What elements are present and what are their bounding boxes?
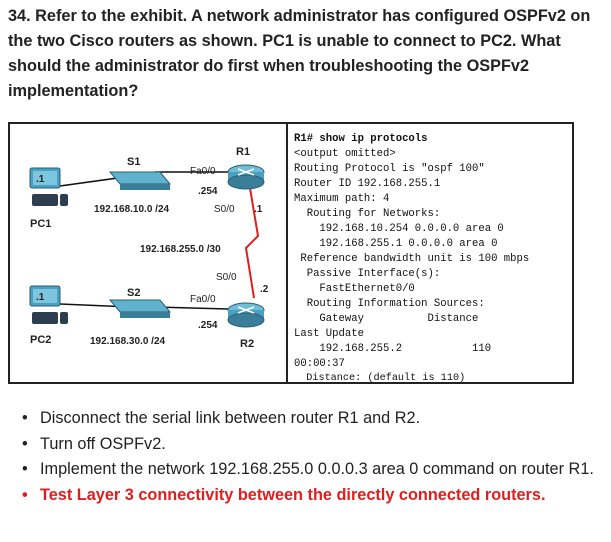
console-line: Routing Protocol is "ospf 100" <box>294 163 485 175</box>
pc1-port-label: .1 <box>36 174 45 185</box>
s2-switch-icon <box>108 299 172 318</box>
answer-text: Disconnect the serial link between route… <box>40 409 421 427</box>
console-line: 192.168.10.254 0.0.0.0 area 0 <box>294 223 504 235</box>
exhibit: R1 R2 S1 S2 PC1 PC2 .1 .1 Fa0/0 .254 S0/… <box>8 122 574 384</box>
r2-s0-ip-label: .2 <box>260 284 269 295</box>
answer-option[interactable]: • Disconnect the serial link between rout… <box>22 406 607 432</box>
answer-option[interactable]: • Turn off OSPFv2. <box>22 432 607 458</box>
topology-diagram <box>29 164 265 328</box>
net-bottom-label: 192.168.30.0 /24 <box>90 336 166 347</box>
pc1-icon <box>29 167 68 206</box>
console-line: <output omitted> <box>294 148 396 160</box>
r1-fa-ip-label: .254 <box>198 186 218 197</box>
r1-fa-label: Fa0/0 <box>190 166 216 177</box>
answer-list: • Disconnect the serial link between rout… <box>22 406 607 508</box>
console-line: 192.168.255.2 110 <box>294 343 492 355</box>
console-line: Last Update <box>294 328 364 340</box>
answer-text: Turn off OSPFv2. <box>40 434 166 453</box>
console-line: Reference bandwidth unit is 100 mbps <box>294 253 530 265</box>
pc2-port-label: .1 <box>36 292 45 303</box>
console-line: R1# show ip protocols <box>294 133 428 145</box>
pc1-label: PC1 <box>30 218 52 230</box>
bullet-icon: • <box>22 434 28 453</box>
console-line: Router ID 192.168.255.1 <box>294 178 441 190</box>
console-line: Passive Interface(s): <box>294 268 441 280</box>
bullet-icon: • <box>22 485 28 504</box>
r2-fa-label: Fa0/0 <box>190 294 216 305</box>
pc2-label: PC2 <box>30 334 52 346</box>
serial-link <box>244 187 260 299</box>
network-topology: R1 R2 S1 S2 PC1 PC2 .1 .1 Fa0/0 .254 S0/… <box>10 124 280 382</box>
bullet-icon: • <box>22 460 28 478</box>
console-line: Maximum path: 4 <box>294 193 390 205</box>
answer-text: Implement the network 192.168.255.0 0.0.… <box>40 460 594 478</box>
s1-switch-icon <box>108 171 172 190</box>
r1-router-icon <box>227 164 265 190</box>
question-text: 34. Refer to the exhibit. A network admi… <box>8 7 591 100</box>
console-line: Distance: (default is 110) <box>294 373 466 384</box>
console-line: Routing Information Sources: <box>294 298 485 310</box>
answer-text: Test Layer 3 connectivity between the di… <box>40 485 546 504</box>
answer-option-correct[interactable]: • Test Layer 3 connectivity between the d… <box>22 483 607 509</box>
r2-label: R2 <box>240 338 255 350</box>
s1-label: S1 <box>127 156 141 168</box>
r2-router-icon <box>227 302 265 328</box>
bullet-icon: • <box>22 409 28 427</box>
console-line: Routing for Networks: <box>294 208 441 220</box>
net-top-label: 192.168.10.0 /24 <box>94 204 170 215</box>
r1-s0-ip-label: .1 <box>254 204 263 215</box>
pc2-icon <box>29 285 68 324</box>
r1-label: R1 <box>236 146 251 158</box>
r2-s0-label: S0/0 <box>216 272 237 283</box>
r1-s0-label: S0/0 <box>214 204 235 215</box>
s2-r2-link <box>154 306 229 310</box>
s2-label: S2 <box>127 287 141 299</box>
answer-option[interactable]: • Implement the network 192.168.255.0 0.0… <box>22 457 607 483</box>
console-line: 00:00:37 <box>294 358 345 370</box>
console-output: R1# show ip protocols <output omitted> R… <box>286 124 572 384</box>
r2-fa-ip-label: .254 <box>198 320 218 331</box>
console-line: 192.168.255.1 0.0.0.0 area 0 <box>294 238 498 250</box>
console-line: Gateway Distance <box>294 313 479 325</box>
console-line: FastEthernet0/0 <box>294 283 415 295</box>
net-serial-label: 192.168.255.0 /30 <box>140 244 221 255</box>
